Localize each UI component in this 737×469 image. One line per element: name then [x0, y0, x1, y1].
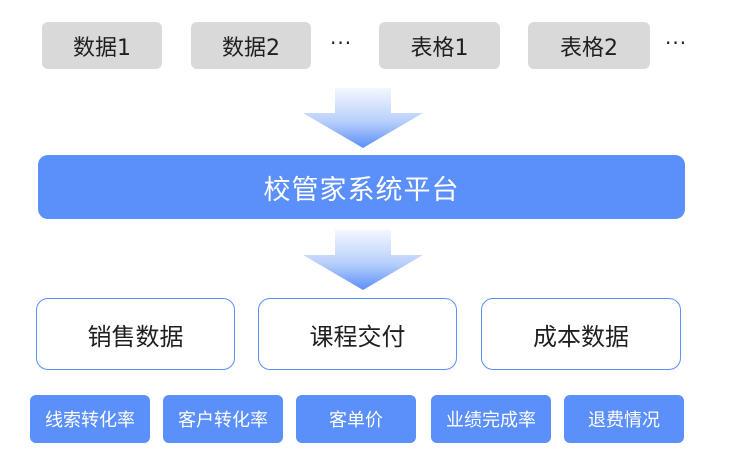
metric-box-performance-completion: 业绩完成率 — [431, 395, 551, 443]
source-box-table1: 表格1 — [379, 22, 500, 69]
metric-box-avg-order: 客单价 — [296, 395, 416, 443]
source-label: 表格2 — [560, 35, 618, 61]
metric-label: 客户转化率 — [178, 410, 268, 431]
down-arrow-icon — [303, 88, 423, 148]
metric-label: 线索转化率 — [45, 410, 135, 431]
metric-label: 客单价 — [329, 410, 383, 431]
category-box-delivery: 课程交付 — [258, 298, 457, 370]
down-arrow-icon — [303, 230, 423, 290]
source-label: 数据2 — [222, 35, 280, 61]
source-label: 数据1 — [73, 35, 131, 61]
source-box-table2: 表格2 — [528, 22, 650, 69]
platform-title: 校管家系统平台 — [263, 174, 460, 206]
platform-bar: 校管家系统平台 — [38, 155, 685, 219]
source-box-data2: 数据2 — [191, 22, 311, 69]
source-box-data1: 数据1 — [42, 22, 162, 69]
category-box-sales: 销售数据 — [36, 298, 235, 370]
source-label: 表格1 — [410, 35, 469, 61]
category-label: 销售数据 — [87, 322, 184, 351]
metric-box-customer-conversion: 客户转化率 — [163, 395, 283, 443]
category-box-cost: 成本数据 — [481, 298, 681, 370]
source-ellipsis: ··· — [665, 31, 688, 55]
metric-box-refund: 退费情况 — [564, 395, 684, 443]
category-label: 课程交付 — [309, 322, 406, 351]
source-ellipsis: ··· — [330, 31, 353, 55]
metric-label: 业绩完成率 — [446, 410, 536, 431]
metric-box-lead-conversion: 线索转化率 — [30, 395, 150, 443]
category-label: 成本数据 — [533, 322, 629, 351]
metric-label: 退费情况 — [588, 410, 660, 431]
